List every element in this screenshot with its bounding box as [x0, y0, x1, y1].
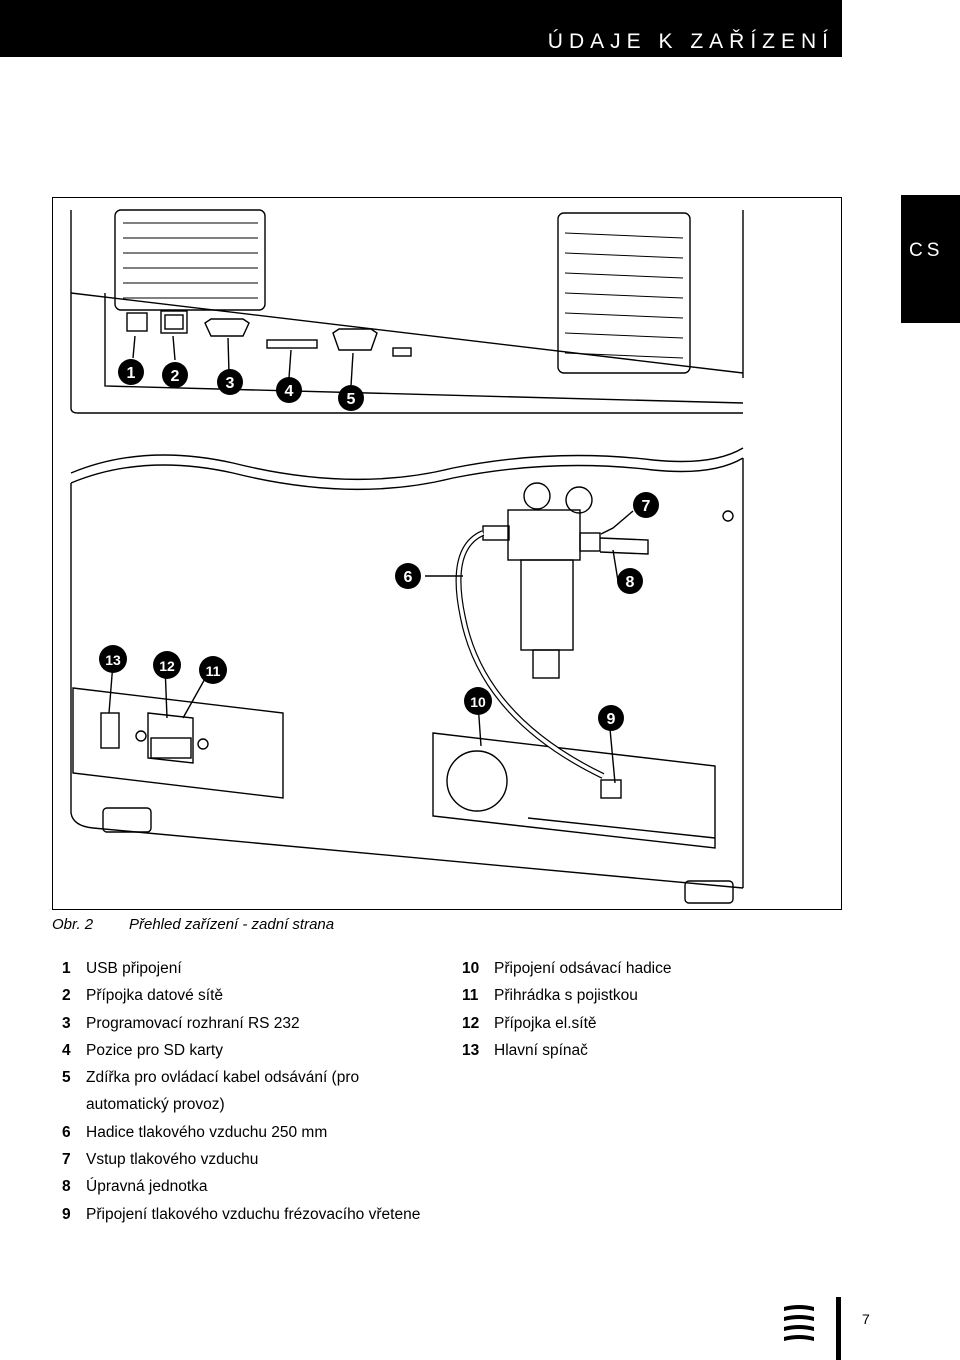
list-item: 9 Připojení tlakového vzduchu frézovacího… — [62, 1201, 422, 1228]
svg-text:9: 9 — [607, 711, 616, 728]
list-item: 6 Hadice tlakového vzduchu 250 mm — [62, 1119, 422, 1146]
item-text: Zdířka pro ovládací kabel odsávání (pro … — [86, 1069, 360, 1114]
section-title: ÚDAJE K ZAŘÍZENÍ — [547, 30, 834, 53]
svg-text:8: 8 — [626, 574, 635, 591]
legend-right: 10 Připojení odsávací hadice 11 Přihrádka … — [462, 955, 822, 1064]
callout-5: 5 — [338, 385, 364, 411]
page-number: 7 — [862, 1311, 870, 1327]
item-number: 5 — [62, 1069, 71, 1087]
item-text: Připojení odsávací hadice — [494, 960, 672, 977]
item-text: Připojení tlakového vzduchu frézovacího … — [86, 1205, 421, 1223]
item-number: 1 — [62, 960, 71, 977]
callout-11: 11 — [199, 656, 227, 684]
list-item: 10 Připojení odsávací hadice — [462, 955, 822, 982]
callout-4: 4 — [276, 377, 302, 403]
callout-3: 3 — [217, 369, 243, 395]
svg-text:1: 1 — [127, 365, 136, 382]
item-number: 4 — [62, 1041, 71, 1059]
item-number: 10 — [462, 960, 480, 977]
device-rear-drawing: 1 2 3 4 5 6 7 — [70, 209, 744, 904]
list-item: 5 Zdířka pro ovládací kabel odsávání (pro… — [62, 1064, 422, 1119]
callout-6: 6 — [395, 563, 421, 589]
legend-left: 1 USB připojení 2 Přípojka datové sítě 3 Pr… — [62, 955, 422, 1228]
header-bar: ÚDAJE K ZAŘÍZENÍ — [0, 0, 842, 57]
figure-number: Obr. 2 — [52, 916, 94, 933]
language-tab: CS — [901, 195, 960, 323]
item-text: Hadice tlakového vzduchu 250 mm — [86, 1123, 328, 1141]
list-item: 8 Úpravná jednotka — [62, 1173, 422, 1200]
list-item: 7 Vstup tlakového vzduchu — [62, 1146, 422, 1173]
svg-text:3: 3 — [226, 375, 235, 392]
svg-text:10: 10 — [470, 694, 486, 710]
item-text: Hlavní spínač — [494, 1041, 588, 1059]
item-text: Programovací rozhraní RS 232 — [86, 1014, 300, 1032]
device-rear-figure: 1 2 3 4 5 6 7 — [52, 197, 842, 910]
callout-1: 1 — [118, 359, 144, 385]
callout-7: 7 — [633, 492, 659, 518]
footer-divider — [836, 1297, 841, 1360]
list-item: 3 Programovací rozhraní RS 232 — [62, 1010, 422, 1037]
item-number: 11 — [462, 987, 479, 1005]
callout-13: 13 — [99, 645, 127, 673]
item-number: 7 — [62, 1151, 71, 1169]
list-item: 1 USB připojení — [62, 955, 422, 982]
svg-text:11: 11 — [206, 663, 221, 679]
item-text: Úpravná jednotka — [86, 1178, 208, 1196]
list-item: 12 Přípojka el.sítě — [462, 1010, 822, 1037]
svg-text:6: 6 — [404, 569, 413, 586]
callout-8: 8 — [617, 568, 643, 594]
figure-caption-text: Přehled zařízení - zadní strana — [129, 916, 335, 933]
list-item: 2 Přípojka datové sítě — [62, 982, 422, 1009]
item-number: 12 — [462, 1014, 480, 1032]
item-text: Přihrádka s pojistkou — [494, 987, 638, 1005]
callout-12: 12 — [153, 651, 181, 679]
item-text: Vstup tlakového vzduchu — [86, 1151, 259, 1169]
callout-2: 2 — [162, 362, 188, 388]
svg-text:4: 4 — [285, 383, 294, 400]
callout-9: 9 — [598, 705, 624, 731]
item-number: 13 — [462, 1041, 480, 1059]
item-text: USB připojení — [86, 960, 182, 977]
list-item: 11 Přihrádka s pojistkou — [462, 982, 822, 1009]
item-number: 3 — [62, 1014, 71, 1032]
item-text: Přípojka datové sítě — [86, 987, 223, 1005]
item-number: 6 — [62, 1123, 71, 1141]
svg-text:5: 5 — [347, 391, 356, 408]
item-number: 2 — [62, 987, 71, 1005]
svg-text:12: 12 — [159, 658, 175, 674]
item-text: Přípojka el.sítě — [494, 1014, 597, 1032]
list-item: 4 Pozice pro SD karty — [62, 1037, 422, 1064]
language-label: CS — [909, 240, 944, 261]
brand-logo-icon — [784, 1305, 814, 1341]
figure-caption: Obr. 2 Přehled zařízení - zadní strana — [52, 916, 334, 933]
svg-text:2: 2 — [171, 368, 180, 385]
callout-10: 10 — [464, 687, 492, 715]
svg-text:7: 7 — [642, 498, 651, 515]
item-number: 9 — [62, 1205, 71, 1223]
list-item: 13 Hlavní spínač — [462, 1037, 822, 1064]
item-number: 8 — [62, 1178, 71, 1196]
item-text: Pozice pro SD karty — [86, 1041, 223, 1059]
svg-text:13: 13 — [105, 652, 121, 668]
